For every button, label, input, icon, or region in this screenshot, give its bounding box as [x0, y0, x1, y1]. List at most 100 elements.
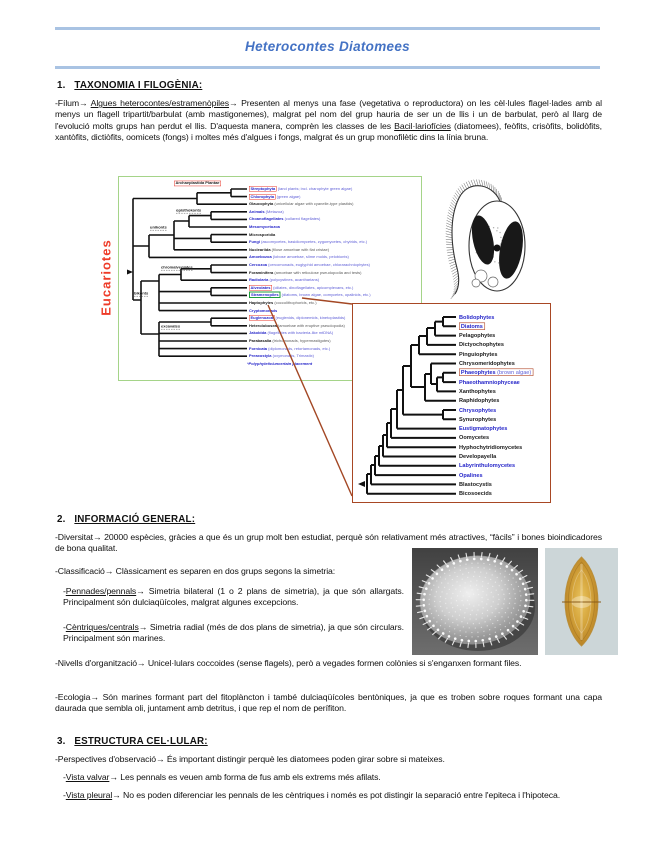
tree-row: Fungi (ascomycetes, basidiomycetes, zygo… [249, 239, 368, 245]
filum-tail: (diatomees), feòfits, crisòfits, bolidòf… [55, 120, 602, 143]
section-1-heading: 1. TAXONOMIA I FILOGÈNIA: [57, 80, 202, 91]
tree-row: Hyphochytridiomycetes [459, 443, 523, 450]
paragraph-pennades: -Pennades/pennals→ Simetria bilateral (1… [63, 586, 404, 609]
clade-label: excavates [161, 323, 181, 330]
tree-row: Fornicata (diplomonads, retortamonads, e… [249, 346, 331, 351]
hairy-flagellum [451, 185, 502, 295]
eucariotes-vertical-label: Eucariotes [98, 239, 114, 316]
filum-mid: → Presenten al menys una fase (vegetativ… [55, 98, 602, 131]
tree-row: Chlorophyta (green algae) [249, 193, 301, 200]
filum-term: Algues heterocontes/estramenòpiles [90, 98, 229, 108]
section-2-heading: 2. INFORMACIÓ GENERAL: [57, 514, 195, 525]
tree-row: Oomycetes [459, 434, 490, 441]
eukaryote-tree-branches [127, 188, 247, 357]
tree-row: Xanthophytes [459, 387, 496, 395]
tree-row: Blastocystis [459, 480, 492, 488]
tree-row: Euglenozoa (euglenids, diplonemids, kine… [249, 315, 346, 321]
nucleus [493, 244, 501, 252]
tree-row: Cryptomonads [249, 308, 278, 313]
valvar-text: → Les pennals es veuen amb forma de fus … [109, 772, 381, 782]
tree-row: Chrysophytes [459, 406, 497, 413]
tree-row: Phaeophytes (brown algae) [459, 368, 534, 377]
section-3-number: 3. [57, 736, 66, 747]
dash: - [63, 772, 66, 782]
clade-label: opisthokonts [176, 207, 202, 214]
tree-row: Nucleariida (filose amoebae with flat cr… [249, 247, 330, 252]
tree-row: Synurophytes [459, 415, 497, 423]
title-rule-bottom [55, 66, 600, 69]
tree-row: Bolidophytes [459, 313, 495, 320]
vacuole [487, 276, 499, 288]
tree-row: Labyrinthulomycetes [459, 462, 516, 469]
paragraph-perspectives: -Perspectives d'observació→ És important… [55, 754, 445, 764]
paragraph-vista-valvar: -Vista valvar→ Les pennals es veuen amb … [63, 772, 602, 783]
tree-row: Choanoflagellates (collared flagellates) [249, 216, 321, 222]
filum-lead: -Fílum→ [55, 98, 91, 108]
pennate-diatom-photo [545, 548, 618, 655]
tree-row: Pinguiophytes [459, 350, 498, 357]
section-2-title: INFORMACIÓ GENERAL: [74, 514, 196, 525]
chloroplast-left [471, 215, 495, 265]
tree-row: Bicosoecids [459, 490, 492, 497]
paragraph-classificacio: -Classificació→ Clàssicament es separen … [55, 566, 336, 576]
filum-term2: Bacil·lariofícies [394, 120, 451, 131]
section-3-title: ESTRUCTURA CEL·LULAR: [74, 736, 208, 747]
centriques-text: → Simetria radial (més de dos plans de s… [63, 622, 404, 644]
pleural-text: → No es poden diferenciar les pennals de… [112, 790, 561, 800]
tree-row: Eustigmatophytes [459, 425, 508, 432]
clade-label: chromalveolates [161, 264, 193, 271]
tree-row: Opalines [459, 471, 483, 478]
clade-label: bikonts [134, 290, 149, 297]
clade-label: unikonts [150, 224, 167, 231]
pennate-diatom-image [562, 556, 601, 647]
tree-row: Haptophytes (coccolithophorids, etc.) [249, 300, 317, 305]
tree-row: Phaeothamniophyceae [459, 378, 520, 385]
paragraph-diversitat: -Diversitat→ 20000 espècies, gràcies a q… [55, 532, 602, 554]
dash: - [63, 790, 66, 800]
tree-root-arrow-icon [358, 481, 365, 487]
tree-row: Heterolobosea (amoebae with eruptive pse… [249, 323, 345, 328]
tree-row: Amoebozoa (lobose amoebae, slime molds, … [249, 254, 349, 260]
paragraph-filum: -Fílum→ Algues heterocontes/estramenòpil… [55, 98, 602, 144]
section-1-number: 1. [57, 80, 66, 91]
page-title: Heterocontes Diatomees [245, 39, 410, 54]
vacuole [471, 278, 481, 288]
section-2-number: 2. [57, 514, 66, 525]
tree-row: Dictyochophytes [459, 341, 504, 348]
centriques-term: Cèntriques/centrals [65, 622, 139, 632]
tree-row: Parabasalia (trichomonads, hypermastigot… [249, 338, 331, 343]
section-1-title: TAXONOMIA I FILOGÈNIA: [74, 80, 203, 91]
frustule-outline [564, 556, 599, 647]
tree-row: Chrysomeridophytes [459, 360, 515, 367]
title-rule-top [55, 27, 600, 30]
tree-row: Cercozoa (cercomonads, euglyphid amoebae… [249, 262, 370, 267]
tree-row: Microsporidia [249, 232, 276, 237]
tree-row: Alveolates (ciliates, dinoflagellates, a… [249, 284, 354, 291]
tree-root-arrow-icon [127, 269, 133, 275]
tree-row: Preaxostyla (oxymonads, Trimastix) [249, 353, 314, 359]
paragraph-nivells: -Nivells d'organització→ Unicel·lulars c… [55, 658, 522, 668]
tree-row: Diatoms [459, 322, 485, 330]
pennades-text: → Simetria bilateral (1 o 2 plans de sim… [63, 586, 404, 608]
section-3-heading: 3. ESTRUCTURA CEL·LULAR: [57, 736, 208, 747]
tree-row: Radiolaria (polycystines, acantharians) [249, 277, 320, 283]
mastigoneme-hairs [445, 179, 502, 300]
centric-diatom-photo [412, 548, 538, 655]
paragraph-centriques: -Cèntriques/centrals→ Simetria radial (m… [63, 622, 404, 645]
chloroplast-right [499, 221, 523, 279]
clade-label: Archaeplastida Plantae [174, 180, 222, 187]
zoom-callout-lines [267, 297, 353, 497]
heterokont-cell-illustration [445, 179, 526, 300]
valvar-term: Vista valvar [65, 772, 110, 782]
tree-row: Stramenopiles (diatoms, brown algae, oom… [249, 291, 371, 299]
tree-row: Animals (Metazoa) [249, 209, 284, 214]
tree-row: Raphidophytes [459, 397, 500, 404]
tree-row: Foraminifera (amoebae with reticulose ps… [249, 270, 362, 275]
tree-row: Jakobida (flagellates with bacteria-like… [249, 330, 334, 336]
tree-footnote: *Polyphyletic/uncertain placement [247, 361, 313, 366]
tree-row: Glaucophyta (unicellular algae with cyan… [249, 201, 354, 207]
tree-row: Streptophyta (land plants; incl. charoph… [249, 186, 353, 192]
paragraph-vista-pleural: -Vista pleural→ No es poden diferenciar … [63, 790, 602, 801]
